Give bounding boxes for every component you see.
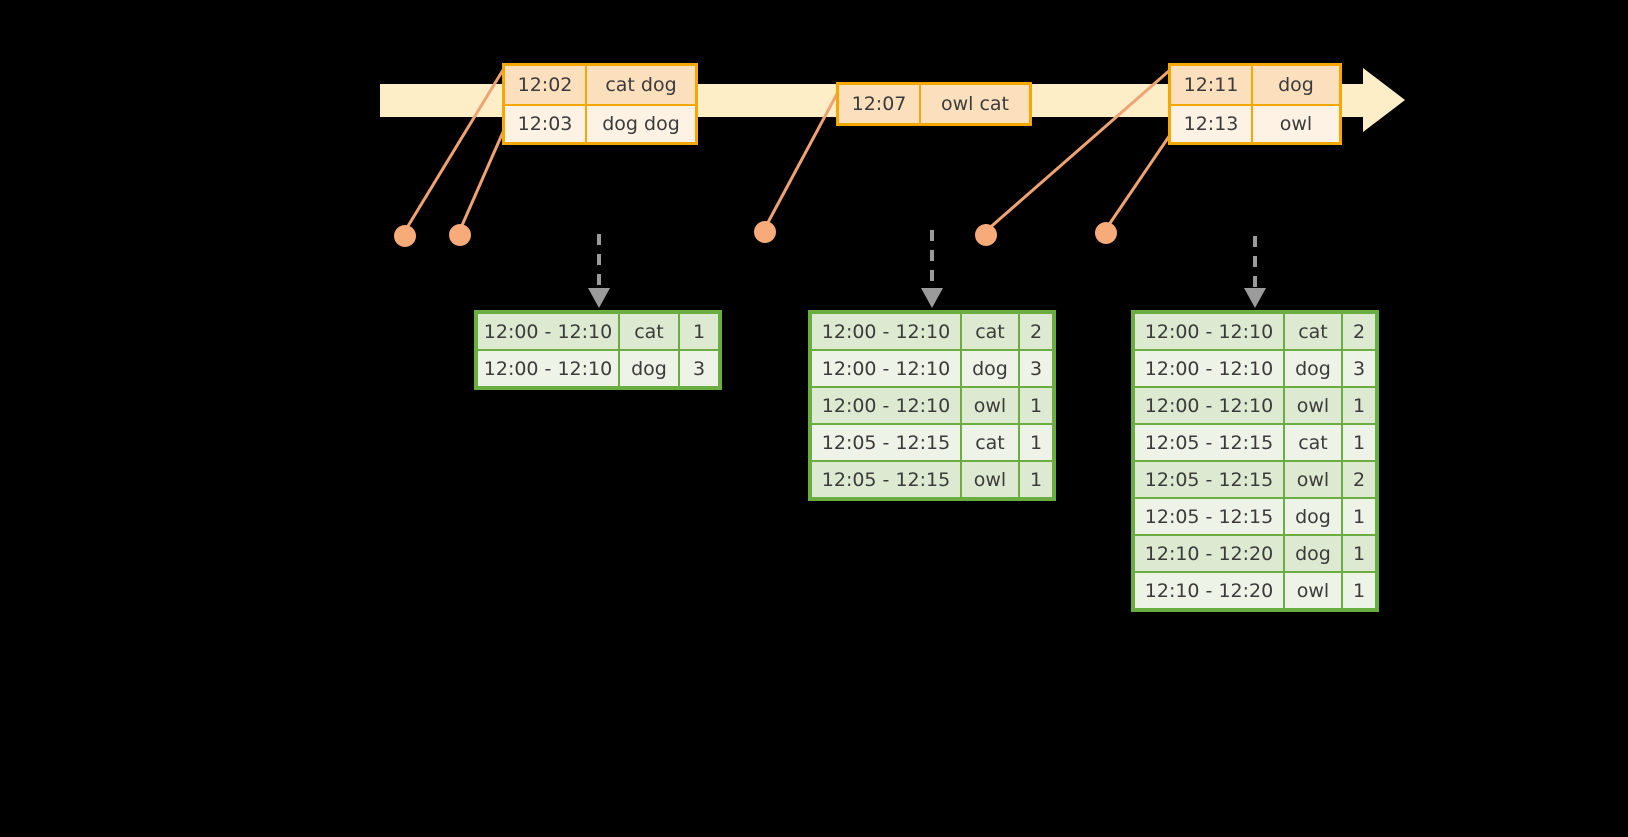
count-cell: 1 <box>1343 573 1375 608</box>
count-cell: 1 <box>1343 536 1375 571</box>
count-cell: 1 <box>1020 388 1052 423</box>
count-cell: 1 <box>1020 425 1052 460</box>
word-cell: owl <box>962 388 1018 423</box>
event-words: dog <box>1253 66 1339 104</box>
word-cell: owl <box>1285 573 1341 608</box>
window-cell: 12:05 - 12:15 <box>1135 499 1283 534</box>
event-time: 12:02 <box>505 66 587 104</box>
window-cell: 12:00 - 12:10 <box>812 314 960 349</box>
word-cell: cat <box>962 425 1018 460</box>
table-row: 12:10 - 12:20 owl 1 <box>1134 572 1376 609</box>
table-row: 12:00 - 12:10 cat 2 <box>1134 313 1376 350</box>
result-table-2[interactable]: 12:00 - 12:10 cat 2 12:00 - 12:10 dog 3 … <box>808 310 1056 501</box>
word-cell: dog <box>1285 499 1341 534</box>
event-dot-3 <box>754 221 776 243</box>
table-row: 12:10 - 12:20 dog 1 <box>1134 535 1376 572</box>
window-cell: 12:05 - 12:15 <box>1135 462 1283 497</box>
window-cell: 12:05 - 12:15 <box>1135 425 1283 460</box>
down-arrow-icon-1 <box>588 288 610 308</box>
word-cell: dog <box>1285 351 1341 386</box>
event-words: owl cat <box>921 85 1029 123</box>
count-cell: 2 <box>1020 314 1052 349</box>
event-row: 12:02 cat dog <box>505 66 695 104</box>
table-row: 12:05 - 12:15 cat 1 <box>811 424 1053 461</box>
table-row: 12:00 - 12:10 dog 3 <box>477 350 719 387</box>
event-dot-4 <box>975 224 997 246</box>
down-arrow-icon-3 <box>1244 288 1266 308</box>
event-dot-1 <box>394 225 416 247</box>
window-cell: 12:00 - 12:10 <box>812 351 960 386</box>
window-cell: 12:00 - 12:10 <box>1135 314 1283 349</box>
window-cell: 12:00 - 12:10 <box>812 388 960 423</box>
table-row: 12:00 - 12:10 dog 3 <box>811 350 1053 387</box>
event-words: owl <box>1253 106 1339 142</box>
word-cell: owl <box>1285 388 1341 423</box>
word-cell: cat <box>962 314 1018 349</box>
word-cell: owl <box>1285 462 1341 497</box>
window-cell: 12:10 - 12:20 <box>1135 573 1283 608</box>
event-words: dog dog <box>587 106 695 142</box>
event-box-1[interactable]: 12:02 cat dog 12:03 dog dog <box>502 63 698 145</box>
timeline-arrowhead <box>1363 68 1405 132</box>
count-cell: 1 <box>1343 425 1375 460</box>
event-time: 12:11 <box>1171 66 1253 104</box>
result-table-3[interactable]: 12:00 - 12:10 cat 2 12:00 - 12:10 dog 3 … <box>1131 310 1379 612</box>
event-row: 12:03 dog dog <box>505 104 695 142</box>
count-cell: 1 <box>680 314 718 349</box>
result-table-1[interactable]: 12:00 - 12:10 cat 1 12:00 - 12:10 dog 3 <box>474 310 722 390</box>
down-arrow-icon-2 <box>921 288 943 308</box>
table-row: 12:05 - 12:15 cat 1 <box>1134 424 1376 461</box>
event-row: 12:13 owl <box>1171 104 1339 142</box>
event-dot-5 <box>1095 222 1117 244</box>
word-cell: dog <box>1285 536 1341 571</box>
word-cell: cat <box>620 314 678 349</box>
window-cell: 12:10 - 12:20 <box>1135 536 1283 571</box>
count-cell: 3 <box>1343 351 1375 386</box>
count-cell: 3 <box>1020 351 1052 386</box>
count-cell: 1 <box>1343 388 1375 423</box>
table-row: 12:00 - 12:10 owl 1 <box>1134 387 1376 424</box>
event-words: cat dog <box>587 66 695 104</box>
event-time: 12:13 <box>1171 106 1253 142</box>
window-cell: 12:05 - 12:15 <box>812 425 960 460</box>
table-row: 12:00 - 12:10 dog 3 <box>1134 350 1376 387</box>
word-cell: cat <box>1285 314 1341 349</box>
event-time: 12:03 <box>505 106 587 142</box>
window-cell: 12:00 - 12:10 <box>1135 351 1283 386</box>
event-box-2[interactable]: 12:07 owl cat <box>836 82 1032 126</box>
table-row: 12:00 - 12:10 cat 1 <box>477 313 719 350</box>
word-cell: cat <box>1285 425 1341 460</box>
event-dot-2 <box>449 224 471 246</box>
word-cell: dog <box>962 351 1018 386</box>
table-row: 12:05 - 12:15 dog 1 <box>1134 498 1376 535</box>
window-cell: 12:00 - 12:10 <box>1135 388 1283 423</box>
count-cell: 1 <box>1020 462 1052 497</box>
window-cell: 12:00 - 12:10 <box>478 351 618 386</box>
count-cell: 2 <box>1343 314 1375 349</box>
event-box-3[interactable]: 12:11 dog 12:13 owl <box>1168 63 1342 145</box>
count-cell: 3 <box>680 351 718 386</box>
event-row: 12:07 owl cat <box>839 85 1029 123</box>
window-cell: 12:05 - 12:15 <box>812 462 960 497</box>
table-row: 12:05 - 12:15 owl 2 <box>1134 461 1376 498</box>
count-cell: 2 <box>1343 462 1375 497</box>
word-cell: dog <box>620 351 678 386</box>
event-row: 12:11 dog <box>1171 66 1339 104</box>
count-cell: 1 <box>1343 499 1375 534</box>
event-time: 12:07 <box>839 85 921 123</box>
table-row: 12:05 - 12:15 owl 1 <box>811 461 1053 498</box>
table-row: 12:00 - 12:10 cat 2 <box>811 313 1053 350</box>
table-row: 12:00 - 12:10 owl 1 <box>811 387 1053 424</box>
word-cell: owl <box>962 462 1018 497</box>
window-cell: 12:00 - 12:10 <box>478 314 618 349</box>
